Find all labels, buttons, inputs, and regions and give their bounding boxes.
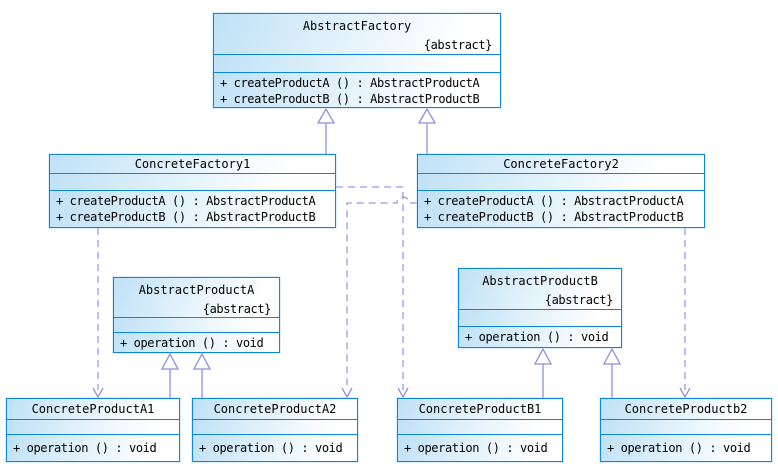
dependency-concretefactory1-to-concreteproductb1[interactable] bbox=[336, 186, 409, 399]
generalization-concretefactory2-to-abstractfactory[interactable] bbox=[417, 107, 437, 154]
methods-compartment: + operation () : void bbox=[601, 434, 771, 461]
title-compartment: AbstractProductA {abstract} bbox=[114, 278, 279, 317]
class-name: AbstractProductA bbox=[138, 283, 255, 297]
method: + createProductB () : AbstractProductB bbox=[424, 210, 684, 224]
methods-compartment: + operation () : void bbox=[193, 434, 357, 461]
title-compartment: ConcreteProductA2 bbox=[193, 399, 357, 419]
open-arrowhead bbox=[679, 387, 691, 399]
dependency-line bbox=[336, 186, 404, 390]
class-concreteproducta2[interactable]: ConcreteProductA2 + operation () : void bbox=[192, 398, 358, 462]
method: + createProductA () : AbstractProductA bbox=[220, 76, 480, 90]
hollow-triangle-arrowhead bbox=[192, 352, 212, 370]
class-name: ConcreteFactory2 bbox=[503, 157, 619, 171]
title-compartment: ConcreteFactory1 bbox=[50, 155, 335, 173]
methods-compartment: + operation () : void bbox=[459, 326, 621, 347]
hollow-triangle-arrowhead bbox=[602, 347, 622, 365]
title-compartment: AbstractFactory {abstract} bbox=[214, 14, 500, 54]
methods-compartment: + createProductA () : AbstractProductA +… bbox=[50, 190, 335, 227]
attributes-compartment bbox=[193, 419, 357, 434]
class-name: AbstractProductB bbox=[482, 274, 598, 288]
method: + createProductB () : AbstractProductB bbox=[56, 210, 316, 224]
title-compartment: ConcreteProductb2 bbox=[601, 399, 771, 419]
generalization-concreteproducta1-to-abstractproducta[interactable] bbox=[160, 352, 180, 398]
class-concretefactory2[interactable]: ConcreteFactory2 + createProductA () : A… bbox=[417, 154, 705, 228]
class-stereotype: {abstract} bbox=[202, 302, 272, 316]
dependency-concretefactory1-to-concreteproducta1[interactable] bbox=[92, 228, 104, 399]
method: + operation () : void bbox=[120, 335, 264, 350]
class-stereotype: {abstract} bbox=[544, 293, 614, 307]
generalization-concreteproducta2-to-abstractproducta[interactable] bbox=[192, 352, 212, 398]
methods-compartment: + operation () : void bbox=[7, 434, 179, 461]
class-name: ConcreteFactory1 bbox=[134, 157, 251, 171]
dependency-concretefactory2-to-concreteproductb2[interactable] bbox=[679, 228, 691, 399]
method: + createProductB () : AbstractProductB bbox=[220, 92, 480, 106]
dependency-line-with-hop bbox=[346, 196, 417, 390]
attributes-compartment bbox=[398, 419, 562, 434]
open-arrowhead bbox=[92, 387, 104, 399]
method: + operation () : void bbox=[607, 441, 751, 455]
title-compartment: ConcreteProductB1 bbox=[398, 399, 562, 419]
method: + operation () : void bbox=[199, 441, 343, 455]
class-name: ConcreteProductA1 bbox=[31, 402, 155, 416]
hollow-triangle-arrowhead bbox=[533, 347, 553, 365]
title-compartment: ConcreteFactory2 bbox=[418, 155, 704, 173]
generalization-concretefactory1-to-abstractfactory[interactable] bbox=[316, 107, 336, 154]
methods-compartment: + createProductA () : AbstractProductA +… bbox=[418, 190, 704, 227]
open-arrowhead bbox=[397, 387, 409, 399]
class-name: AbstractFactory bbox=[302, 19, 412, 33]
generalization-concreteproductb2-to-abstractproductb[interactable] bbox=[602, 347, 622, 398]
class-name: ConcreteProductA2 bbox=[213, 402, 337, 416]
open-arrowhead bbox=[341, 387, 353, 399]
method: + createProductA () : AbstractProductA bbox=[56, 194, 316, 208]
attributes-compartment bbox=[50, 173, 335, 190]
methods-compartment: + operation () : void bbox=[398, 434, 562, 461]
methods-compartment: + createProductA () : AbstractProductA +… bbox=[214, 72, 500, 107]
class-name: ConcreteProductb2 bbox=[624, 402, 748, 416]
method: + operation () : void bbox=[465, 330, 609, 344]
hollow-triangle-arrowhead bbox=[417, 107, 437, 124]
class-concreteproducta1[interactable]: ConcreteProductA1 + operation () : void bbox=[6, 398, 180, 462]
title-compartment: ConcreteProductA1 bbox=[7, 399, 179, 419]
dependency-concretefactory2-to-concreteproducta2[interactable] bbox=[341, 196, 417, 399]
class-stereotype: {abstract} bbox=[423, 38, 493, 52]
class-abstractproducta[interactable]: AbstractProductA {abstract} + operation … bbox=[113, 277, 280, 353]
generalization-concreteproductb1-to-abstractproductb[interactable] bbox=[533, 347, 553, 398]
class-concreteproductb1[interactable]: ConcreteProductB1 + operation () : void bbox=[397, 398, 563, 462]
class-name: ConcreteProductB1 bbox=[418, 402, 542, 416]
class-concreteproductb2[interactable]: ConcreteProductb2 + operation () : void bbox=[600, 398, 772, 462]
attributes-compartment bbox=[114, 317, 279, 332]
methods-compartment: + operation () : void bbox=[114, 332, 279, 352]
attributes-compartment bbox=[418, 173, 704, 190]
method: + createProductA () : AbstractProductA bbox=[424, 194, 684, 208]
class-abstractfactory[interactable]: AbstractFactory {abstract} + createProdu… bbox=[213, 13, 501, 108]
attributes-compartment bbox=[459, 309, 621, 326]
class-concretefactory1[interactable]: ConcreteFactory1 + createProductA () : A… bbox=[49, 154, 336, 228]
method: + operation () : void bbox=[13, 441, 157, 455]
class-abstractproductb[interactable]: AbstractProductB {abstract} + operation … bbox=[458, 268, 622, 348]
attributes-compartment bbox=[601, 419, 771, 434]
hollow-triangle-arrowhead bbox=[316, 107, 336, 124]
attributes-compartment bbox=[7, 419, 179, 434]
attributes-compartment bbox=[214, 54, 500, 72]
method: + operation () : void bbox=[404, 441, 548, 455]
hollow-triangle-arrowhead bbox=[160, 352, 180, 370]
title-compartment: AbstractProductB {abstract} bbox=[459, 269, 621, 309]
